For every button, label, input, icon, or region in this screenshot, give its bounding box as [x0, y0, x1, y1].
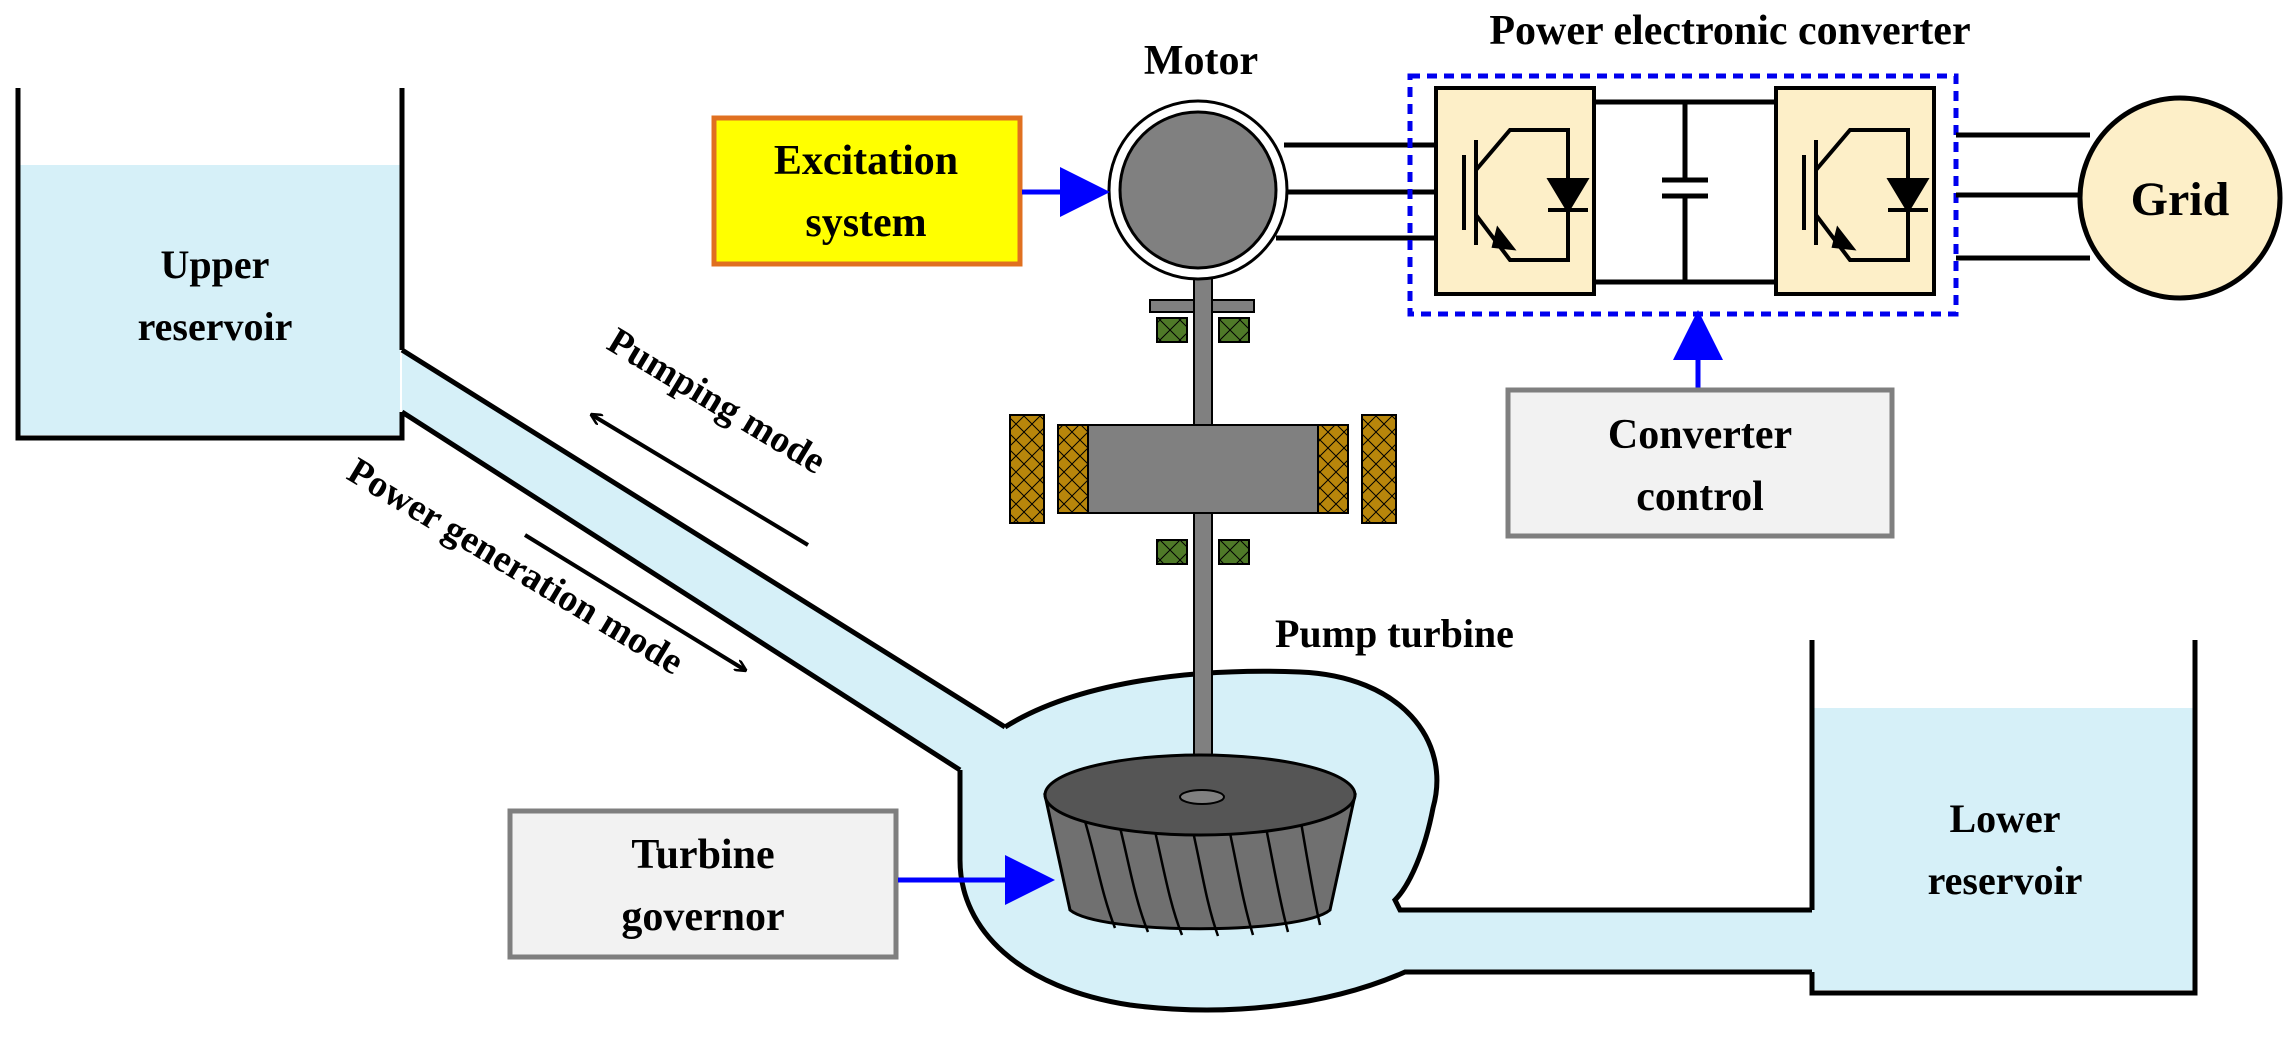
- spiral-case-lower-outline: [957, 770, 1812, 1013]
- penstock-upper-wall: [400, 347, 1007, 730]
- capacitor-icon: [1662, 102, 1708, 282]
- igbt-with-diode-icon: [1802, 128, 1930, 262]
- grid-circle: [2077, 95, 2283, 301]
- lower-reservoir-label-line1: Lower: [1949, 796, 2060, 841]
- upper-reservoir-water: [18, 165, 400, 435]
- power-electronic-converter: Power electronic converter: [1407, 8, 1971, 317]
- rotor-block: [1087, 424, 1319, 514]
- lower-bearing-right: [1218, 539, 1250, 565]
- power-generation-mode-arrow: [523, 533, 745, 670]
- grid: Grid: [1956, 95, 2283, 301]
- stator-coil-right-outer: [1361, 414, 1397, 524]
- stator-coil-left-outer: [1009, 414, 1045, 524]
- turbine-governor-label-line1: Turbine: [631, 832, 774, 878]
- waterway: [400, 347, 2195, 1013]
- upper-reservoir-label-line1: Upper: [161, 242, 270, 287]
- converter-control-label-line2: control: [1636, 474, 1764, 520]
- excitation-system-box: [711, 115, 1023, 267]
- penstock-lower-wall: [400, 409, 962, 773]
- upper-reservoir-label-line2: reservoir: [138, 304, 293, 349]
- upper-reservoir-walls: [15, 88, 405, 441]
- converter-control-label-line1: Converter: [1608, 412, 1792, 458]
- turbine-governor-box: [507, 808, 899, 960]
- converter-control: Converter control: [1505, 310, 1895, 539]
- motor-assembly: Motor: [1009, 38, 1397, 796]
- lower-bearing-left: [1156, 539, 1188, 565]
- lower-reservoir-label-line2: reservoir: [1928, 858, 2083, 903]
- pumping-mode-arrow: [592, 415, 810, 547]
- stator-coil-right-inner: [1317, 424, 1349, 514]
- runner-blades: [1078, 804, 1322, 937]
- excitation-system: Excitation system: [711, 115, 1110, 267]
- shaft: [1193, 264, 1213, 796]
- upper-bearing-right: [1218, 317, 1250, 343]
- excitation-system-label-line2: system: [805, 200, 926, 246]
- pumping-mode-label: Pumping mode: [600, 320, 832, 483]
- motor-rotor: [1118, 110, 1278, 270]
- power-electronic-converter-label: Power electronic converter: [1489, 8, 1970, 54]
- excitation-system-label-line1: Excitation: [774, 138, 958, 184]
- lower-reservoir-walls: [1809, 640, 2198, 996]
- motor-cables: [1276, 142, 1440, 241]
- turbine-governor: Turbine governor: [507, 808, 1055, 960]
- lower-reservoir: Lower reservoir: [1809, 640, 2198, 996]
- motor-label: Motor: [1144, 38, 1258, 84]
- waterway-water: [402, 350, 2195, 1010]
- converter-control-box: [1505, 387, 1895, 539]
- igbt-with-diode-icon: [1462, 128, 1590, 262]
- runner-hub: [1179, 789, 1225, 805]
- stator-coil-left-inner: [1057, 424, 1089, 514]
- grid-label: Grid: [2131, 173, 2230, 226]
- pump-turbine-label: Pump turbine: [1275, 611, 1514, 656]
- spiral-case-outline: [1003, 668, 1812, 913]
- upper-bearing-left: [1156, 317, 1188, 343]
- upper-reservoir: Upper reservoir: [15, 88, 405, 441]
- turbine-runner-icon: Pump turbine: [1043, 611, 1514, 937]
- turbine-governor-label-line2: governor: [621, 894, 784, 940]
